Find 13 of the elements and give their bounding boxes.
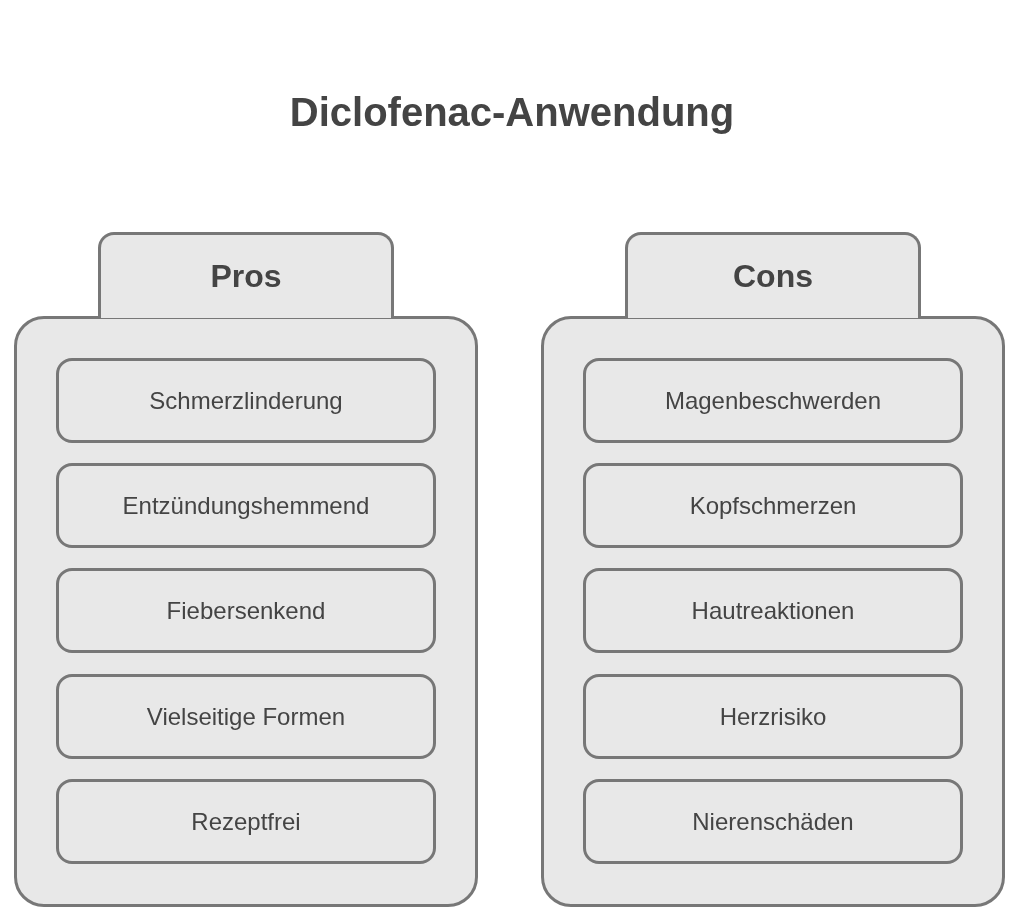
item-box: Herzrisiko <box>583 674 963 759</box>
item-box: Kopfschmerzen <box>583 463 963 548</box>
diagram-title: Diclofenac-Anwendung <box>288 90 736 135</box>
column-heading-tab: Pros <box>98 232 394 318</box>
item-box: Fiebersenkend <box>56 568 436 653</box>
item-box: Entzündungshemmend <box>56 463 436 548</box>
item-box: Rezeptfrei <box>56 779 436 864</box>
item-box: Schmerzlinderung <box>56 358 436 443</box>
item-box: Vielseitige Formen <box>56 674 436 759</box>
item-box: Magenbeschwerden <box>583 358 963 443</box>
item-box: Hautreaktionen <box>583 568 963 653</box>
item-box: Nierenschäden <box>583 779 963 864</box>
column-heading-tab: Cons <box>625 232 921 318</box>
